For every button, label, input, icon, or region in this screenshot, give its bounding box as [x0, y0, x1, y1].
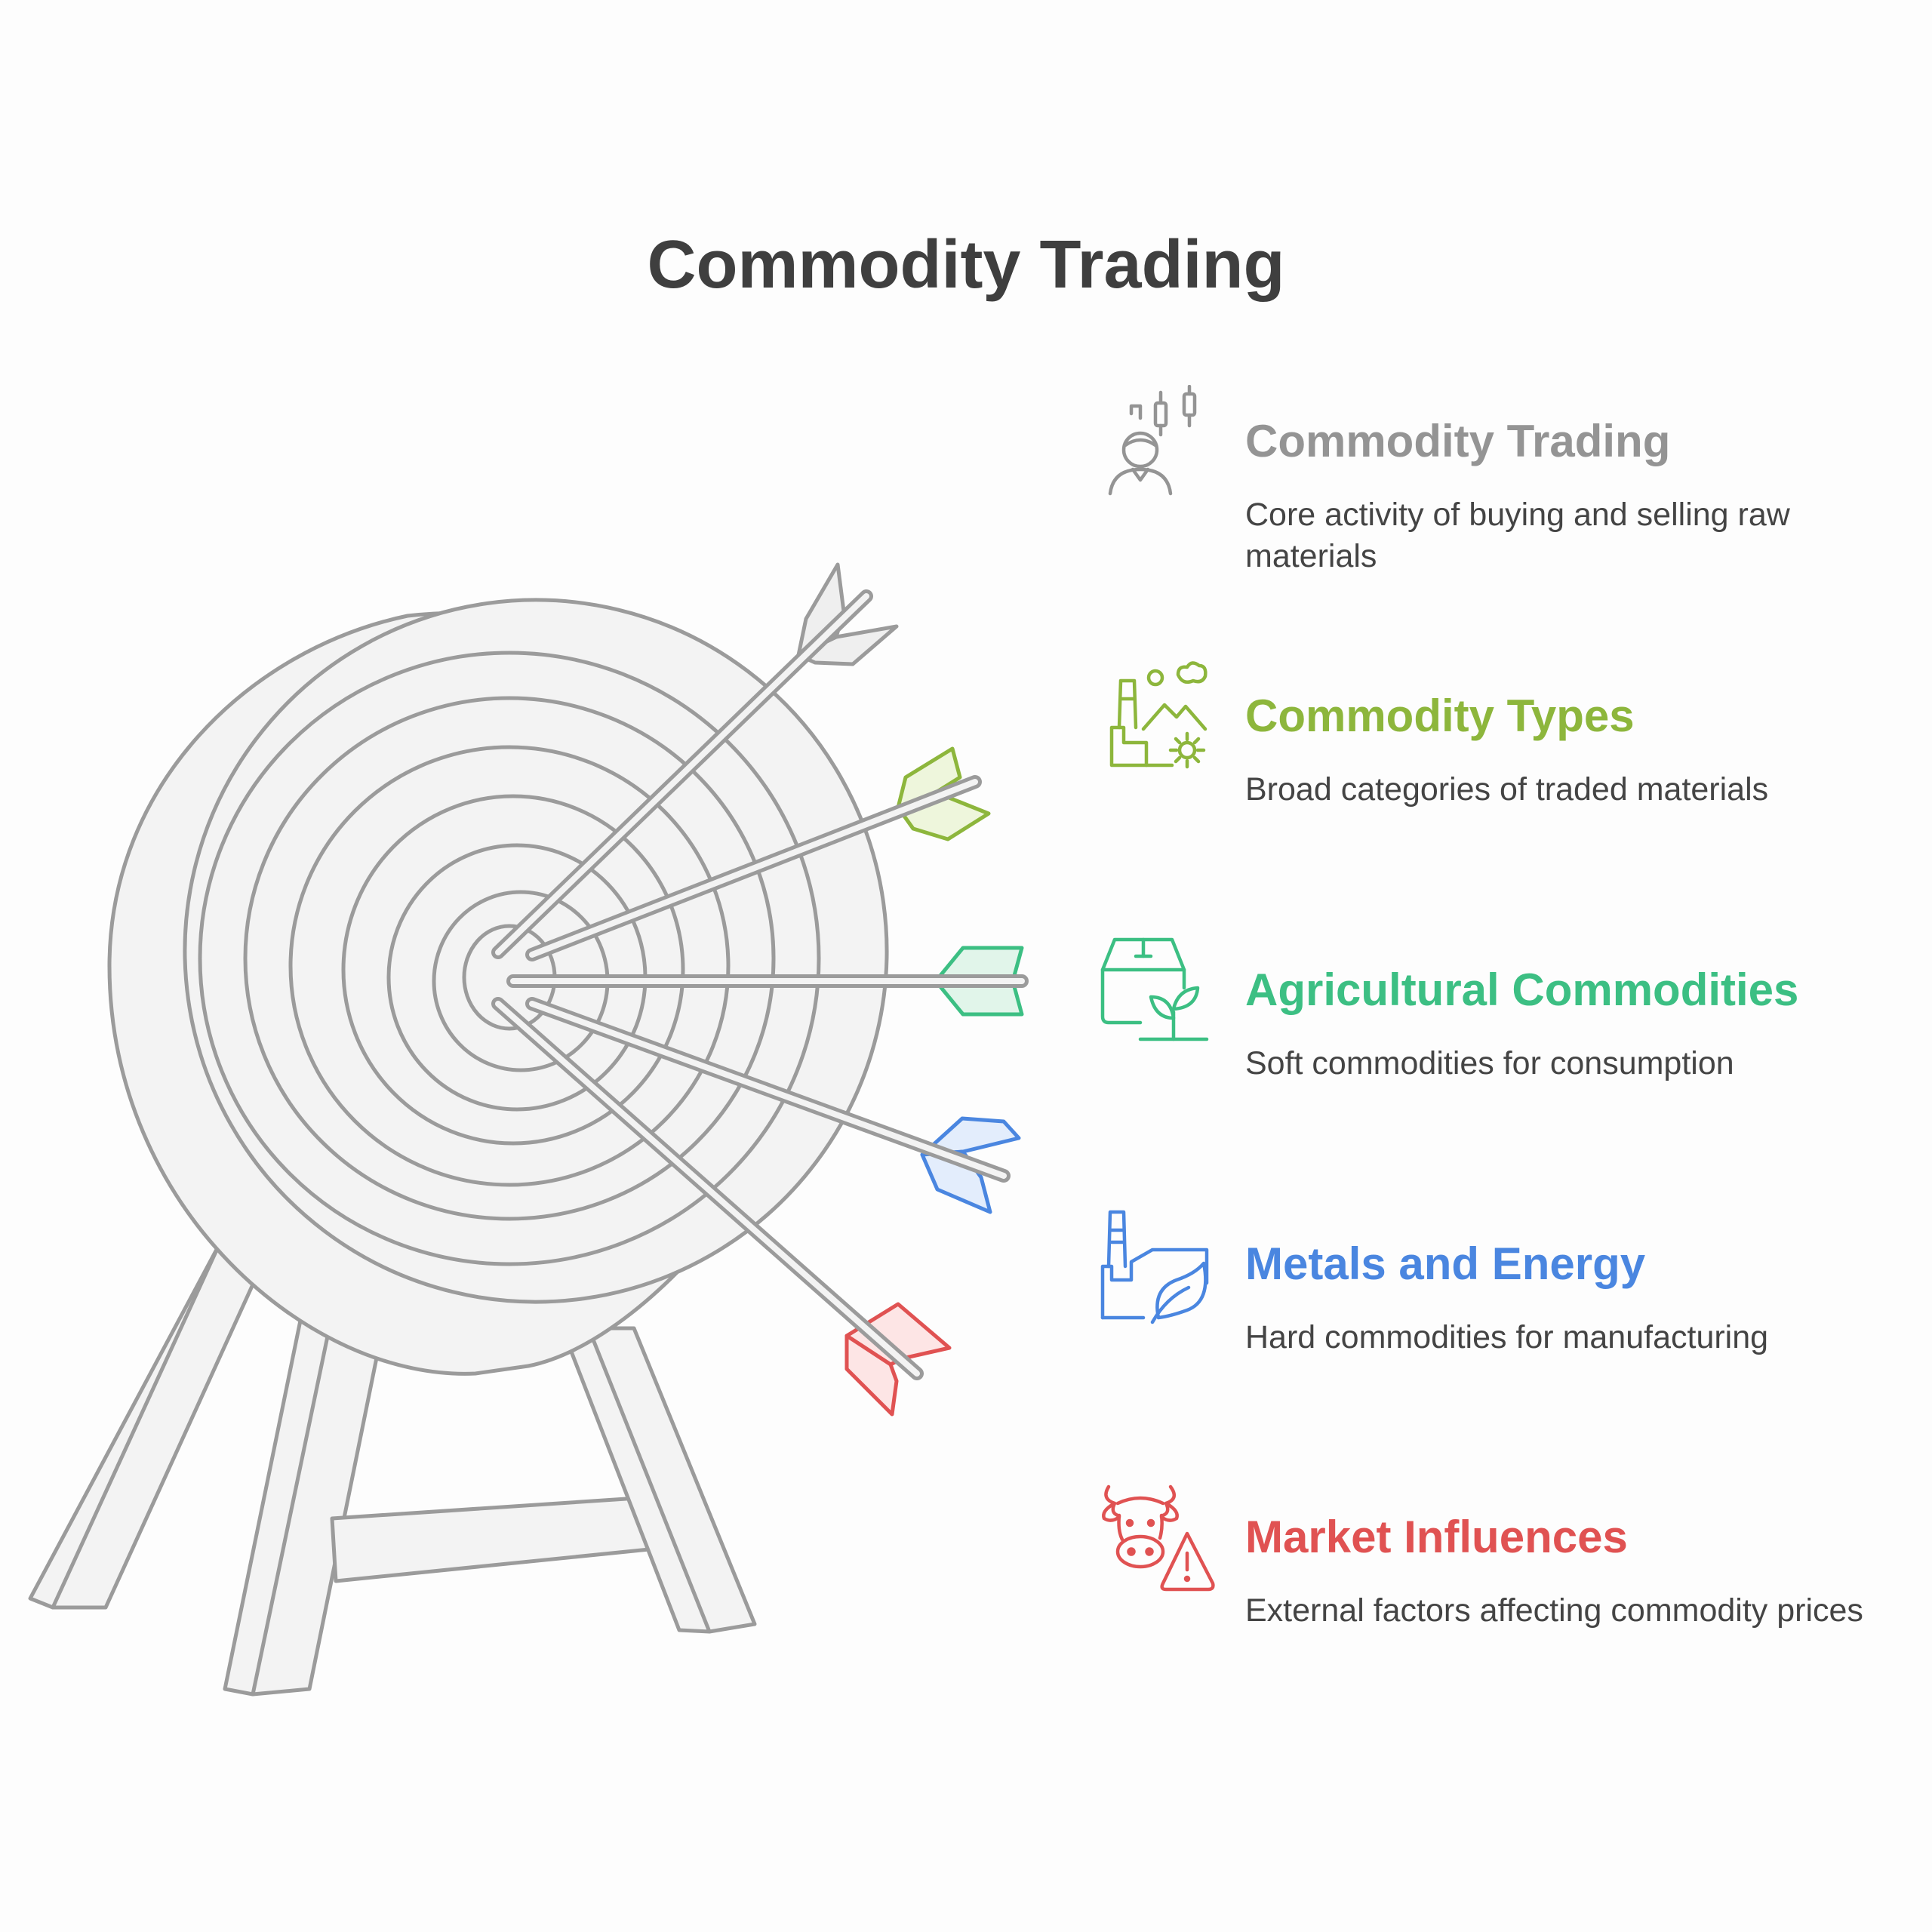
item-commodity-types: Commodity Types Broad categories of trad… — [1098, 660, 1921, 826]
item-heading: Commodity Types — [1245, 691, 1635, 741]
target-board — [107, 598, 889, 1376]
item-commodity-trading: Commodity Trading Core activity of buyin… — [1098, 385, 1921, 581]
item-heading: Market Influences — [1245, 1512, 1628, 1562]
item-description: Hard commodities for manufacturing — [1245, 1319, 1769, 1355]
cow-warning-icon — [1102, 1484, 1215, 1592]
page-title: Commodity Trading — [647, 227, 1285, 303]
item-heading: Agricultural Commodities — [1245, 964, 1799, 1015]
item-description: Core activity of buying and selling raw … — [1245, 497, 1790, 574]
box-sprout-icon — [1100, 937, 1209, 1041]
item-description: Broad categories of traded materials — [1245, 771, 1769, 808]
item-heading: Metals and Energy — [1245, 1238, 1646, 1289]
item-description: Soft commodities for consumption — [1245, 1045, 1734, 1081]
arrow-gray — [491, 562, 899, 959]
item-metals-and-energy: Metals and Energy Hard commodities for m… — [1098, 1208, 1921, 1374]
arrow-teal — [506, 946, 1029, 1017]
factory-landscape-icon — [1109, 661, 1208, 769]
item-heading: Commodity Trading — [1245, 416, 1671, 466]
easel-legs — [28, 1243, 757, 1697]
trader-candlestick-icon — [1108, 385, 1197, 496]
arrow-red — [491, 997, 952, 1417]
factory-leaf-icon — [1100, 1210, 1209, 1324]
item-description: External factors affecting commodity pri… — [1245, 1592, 1863, 1629]
arrow-lime — [525, 746, 991, 961]
item-agricultural-commodities: Agricultural Commodities Soft commoditie… — [1098, 934, 1921, 1100]
item-market-influences: Market Influences External factors affec… — [1098, 1481, 1921, 1647]
arrow-blue — [525, 997, 1021, 1214]
